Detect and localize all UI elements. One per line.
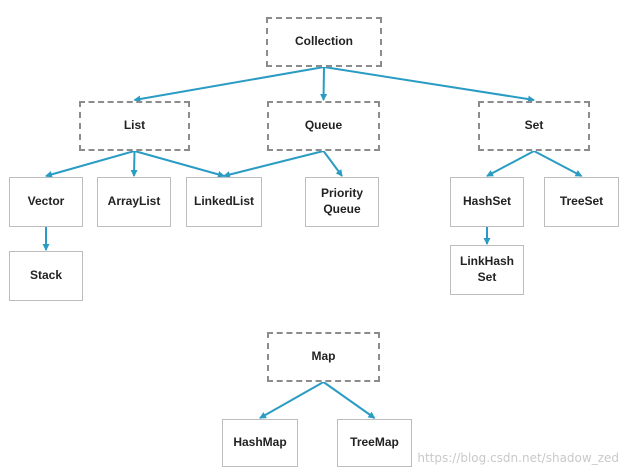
node-treemap: TreeMap: [337, 419, 412, 467]
edge-queue-to-linkedlist: [223, 150, 324, 178]
edge-set-to-hashset: [486, 150, 535, 177]
node-hashset: HashSet: [450, 177, 524, 227]
edge-list-to-arraylist: [130, 150, 138, 177]
edge-list-to-vector: [45, 150, 135, 178]
node-treeset: TreeSet: [544, 177, 619, 227]
node-priority-queue: Priority Queue: [305, 177, 379, 227]
node-list: List: [79, 101, 190, 151]
watermark: https://blog.csdn.net/shadow_zed: [417, 451, 619, 465]
node-queue: Queue: [267, 101, 380, 151]
node-vector: Vector: [9, 177, 83, 227]
node-linkedlist: LinkedList: [186, 177, 262, 227]
edge-queue-to-priorityqueue: [322, 150, 343, 177]
node-stack: Stack: [9, 251, 83, 301]
node-map: Map: [267, 332, 380, 382]
node-hashmap: HashMap: [222, 419, 298, 467]
node-collection: Collection: [266, 17, 382, 67]
edge-list-to-linkedlist: [134, 150, 225, 178]
edge-map-to-treemap: [322, 381, 376, 419]
node-linked-hash-set: LinkHash Set: [450, 245, 524, 295]
edge-collection-to-queue: [320, 66, 328, 101]
edge-map-to-hashmap: [259, 381, 324, 419]
edge-set-to-treeset: [533, 150, 583, 177]
edge-collection-to-set: [323, 66, 535, 103]
edge-collection-to-list: [133, 66, 325, 103]
node-arraylist: ArrayList: [97, 177, 171, 227]
node-set: Set: [478, 101, 590, 151]
